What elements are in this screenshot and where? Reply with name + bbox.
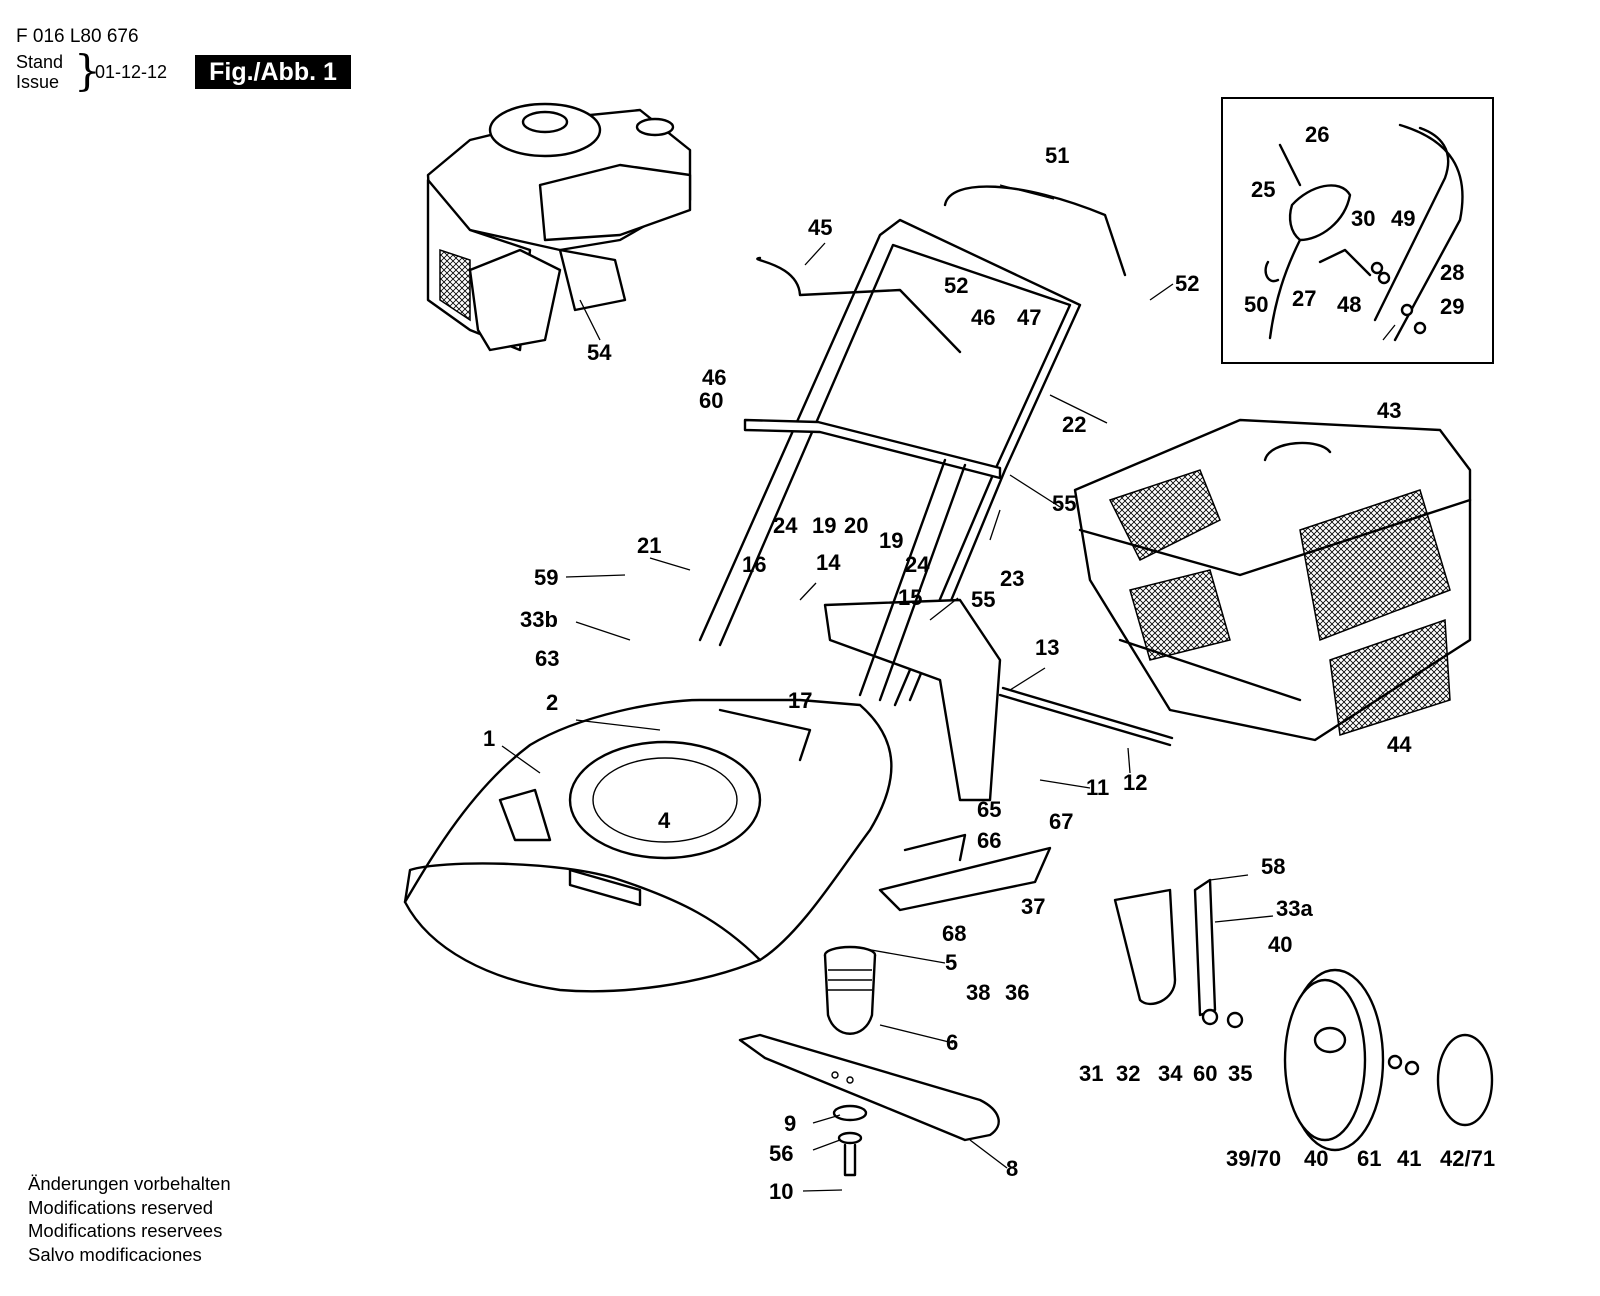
callout-28: 28 [1440,260,1464,285]
callout-56: 56 [769,1141,793,1166]
detail-inset [1221,97,1494,364]
callout-54: 54 [587,340,612,365]
callout-59: 59 [534,565,558,590]
callout-15: 15 [898,585,922,610]
handle-drawing [698,185,1174,802]
callout-38: 38 [966,980,990,1005]
callout-40a: 40 [1268,932,1292,957]
grass-box-drawing [1073,418,1472,742]
disclaimer-footer: Änderungen vorbehalten Modifications res… [28,1172,231,1266]
callout-12: 12 [1123,770,1147,795]
callout-13: 13 [1035,635,1059,660]
figure-label: Fig./Abb. 1 [195,55,351,89]
callout-68: 68 [942,921,966,946]
callout-labels: 1 2 4 5 6 8 9 10 11 12 13 14 15 16 17 19… [483,122,1495,1204]
callout-41: 41 [1397,1146,1421,1171]
callout-23: 23 [1000,566,1024,591]
callout-26: 26 [1305,122,1329,147]
callout-6: 6 [946,1030,958,1055]
callout-11: 11 [1086,775,1109,800]
callout-51: 51 [1045,143,1069,168]
callout-34: 34 [1158,1061,1183,1086]
issue-label: Issue [16,72,60,92]
callout-19a: 19 [812,513,836,538]
callout-25: 25 [1251,177,1275,202]
brace-glyph: } [74,46,101,95]
callout-4: 4 [658,808,671,833]
callout-46b: 46 [971,305,995,330]
callout-33a: 33a [1276,896,1313,921]
issue-date: 01-12-12 [95,62,168,82]
callout-47: 47 [1017,305,1041,330]
callout-37: 37 [1021,894,1045,919]
callout-14: 14 [816,550,841,575]
callout-55a: 55 [1052,491,1076,516]
callout-24a: 24 [773,513,798,538]
disclaimer-line-fr: Modifications reservees [28,1220,223,1241]
engine-drawing [426,102,692,352]
callout-30: 30 [1351,206,1375,231]
callout-35: 35 [1228,1061,1252,1086]
callout-24b: 24 [905,552,930,577]
callout-8: 8 [1006,1156,1018,1181]
callout-43: 43 [1377,398,1401,423]
rear-flap-drawing [878,833,1052,912]
callout-2: 2 [546,690,558,715]
callout-52b: 52 [1175,271,1199,296]
blade-adaptor-drawing [823,945,877,1035]
callout-65: 65 [977,797,1001,822]
stand-issue-labels: Stand Issue [16,52,63,92]
blade-drawing [738,1033,1000,1177]
callout-61: 60 [699,388,723,413]
callout-48: 48 [1337,292,1361,317]
callout-45: 45 [808,215,832,240]
callout-58: 58 [1261,854,1285,879]
callout-66: 66 [977,828,1001,853]
callout-39-70: 39/70 [1226,1146,1281,1171]
callout-40b: 40 [1304,1146,1328,1171]
callout-49: 49 [1391,206,1415,231]
callout-20: 20 [844,513,868,538]
callout-60b: 61 [1357,1146,1381,1171]
callout-10: 10 [769,1179,793,1204]
callout-27: 27 [1292,286,1316,311]
callout-22: 22 [1062,412,1086,437]
callout-44: 44 [1387,732,1412,757]
callout-5: 5 [945,950,957,975]
part-number: F 016 L80 676 [16,26,139,47]
callout-42-71: 42/71 [1440,1146,1495,1171]
stand-label: Stand [16,52,64,72]
callout-16: 16 [742,552,766,577]
callout-63: 63 [535,646,559,671]
callout-32: 32 [1116,1061,1140,1086]
callout-33b: 33b [520,607,558,632]
callout-9: 9 [784,1111,796,1136]
callout-46a: 46 [702,365,726,390]
callout-60a: 60 [1193,1061,1217,1086]
disclaimer-line-en: Modifications reserved [28,1196,214,1218]
callout-1: 1 [483,726,495,751]
leader-lines [501,184,1396,1192]
callout-31: 31 [1079,1061,1103,1086]
callout-52a: 52 [944,273,968,298]
callout-50: 50 [1244,292,1268,317]
callout-17: 17 [788,688,812,713]
callout-55b: 55 [971,587,995,612]
callout-36: 36 [1005,980,1029,1005]
callout-19b: 19 [879,528,903,553]
callout-29: 29 [1440,294,1464,319]
mower-deck-drawing [403,698,893,993]
callout-21: 21 [637,533,661,558]
disclaimer-line-es: Salvo modificaciones [28,1243,202,1265]
callout-67: 67 [1049,809,1073,834]
disclaimer-line-de: Änderungen vorbehalten [28,1173,231,1194]
wheel-assembly-drawing [1113,878,1494,1152]
